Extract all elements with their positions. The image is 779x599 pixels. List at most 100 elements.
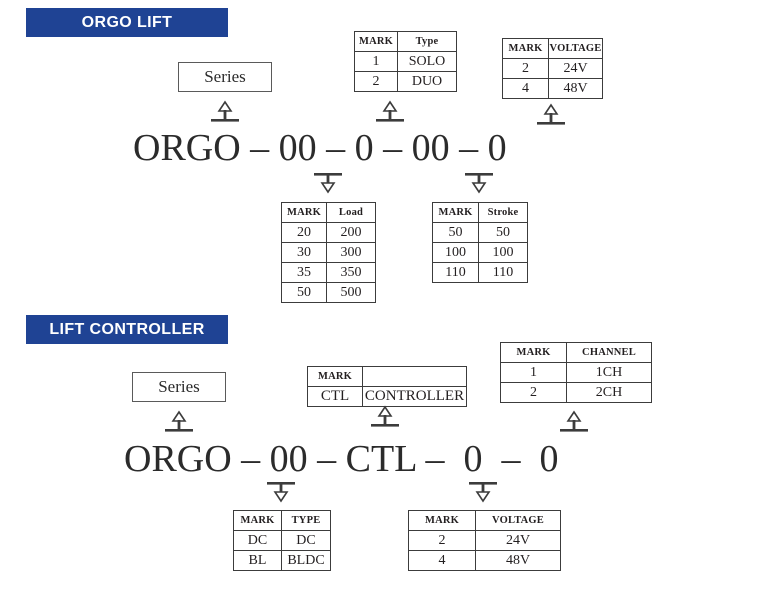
table-header-row: MARK — [307, 366, 467, 387]
cell-mark: 4 — [408, 550, 476, 571]
table-row: 20 200 — [281, 222, 376, 243]
table-header-row: MARK Stroke — [432, 202, 528, 223]
column-header-voltage: VOLTAGE — [475, 510, 561, 531]
cell-value: 48V — [475, 550, 561, 571]
pointer-down-icon — [466, 479, 500, 505]
column-header-type: Type — [397, 31, 457, 52]
cell-value: SOLO — [397, 51, 457, 72]
legend-table-load: MARK Load 20 200 30 300 35 350 50 500 — [281, 202, 376, 303]
cell-mark: 2 — [502, 58, 549, 79]
legend-table-channel: MARK CHANNEL 1 1CH 2 2CH — [500, 342, 652, 403]
cell-value: 110 — [478, 262, 528, 283]
column-header-channel: CHANNEL — [566, 342, 652, 363]
table-row: 2 24V — [502, 58, 603, 79]
part-number-code-lift-controller: ORGO – 00 – CTL – 0 – 0 — [124, 438, 559, 480]
part-number-code-orgo-lift: ORGO – 00 – 0 – 00 – 0 — [133, 127, 507, 169]
table-row: 2 24V — [408, 530, 561, 551]
cell-mark: 110 — [432, 262, 479, 283]
cell-value: 100 — [478, 242, 528, 263]
cell-value: BLDC — [281, 550, 331, 571]
table-row: 110 110 — [432, 262, 528, 283]
table-header-row: MARK Type — [354, 31, 457, 52]
table-header-row: MARK Load — [281, 202, 376, 223]
legend-table-voltage-controller: MARK VOLTAGE 2 24V 4 48V — [408, 510, 561, 571]
table-row: 2 DUO — [354, 71, 457, 92]
table-header-row: MARK VOLTAGE — [502, 38, 603, 59]
cell-mark: 2 — [354, 71, 398, 92]
column-header-type: TYPE — [281, 510, 331, 531]
table-row: 1 SOLO — [354, 51, 457, 72]
cell-value: 48V — [548, 78, 603, 99]
column-header-mark: MARK — [500, 342, 567, 363]
table-row: 4 48V — [502, 78, 603, 99]
pointer-up-icon — [368, 404, 402, 430]
pointer-down-icon — [264, 479, 298, 505]
cell-mark: 2 — [500, 382, 567, 403]
table-header-row: MARK VOLTAGE — [408, 510, 561, 531]
cell-value: 200 — [326, 222, 376, 243]
cell-value: 2CH — [566, 382, 652, 403]
cell-mark: 4 — [502, 78, 549, 99]
pointer-up-icon — [534, 102, 568, 128]
column-header-stroke: Stroke — [478, 202, 528, 223]
cell-mark: 100 — [432, 242, 479, 263]
table-header-row: MARK CHANNEL — [500, 342, 652, 363]
section-banner-lift-controller: LIFT CONTROLLER — [26, 315, 228, 344]
column-header-mark: MARK — [307, 366, 363, 387]
cell-value: DC — [281, 530, 331, 551]
legend-table-stroke: MARK Stroke 50 50 100 100 110 110 — [432, 202, 528, 283]
column-header-mark: MARK — [233, 510, 282, 531]
pointer-down-icon — [462, 170, 496, 196]
cell-mark: DC — [233, 530, 282, 551]
cell-value: CONTROLLER — [362, 386, 467, 407]
legend-table-motor-type: MARK TYPE DC DC BL BLDC — [233, 510, 331, 571]
cell-mark: 2 — [408, 530, 476, 551]
cell-mark: 1 — [500, 362, 567, 383]
table-header-row: MARK TYPE — [233, 510, 331, 531]
column-header-mark: MARK — [354, 31, 398, 52]
cell-mark: 50 — [432, 222, 479, 243]
series-label-box-lift: Series — [178, 62, 272, 92]
table-row: 50 500 — [281, 282, 376, 303]
table-row: CTL CONTROLLER — [307, 386, 467, 407]
cell-value: 1CH — [566, 362, 652, 383]
table-row: 30 300 — [281, 242, 376, 263]
cell-mark: 1 — [354, 51, 398, 72]
legend-table-controller: MARK CTL CONTROLLER — [307, 366, 467, 407]
table-row: 4 48V — [408, 550, 561, 571]
cell-value: 50 — [478, 222, 528, 243]
column-header-mark: MARK — [281, 202, 327, 223]
pointer-up-icon — [208, 99, 242, 125]
cell-value: 24V — [548, 58, 603, 79]
table-row: 2 2CH — [500, 382, 652, 403]
cell-value: 500 — [326, 282, 376, 303]
cell-mark: CTL — [307, 386, 363, 407]
cell-mark: 35 — [281, 262, 327, 283]
table-row: 100 100 — [432, 242, 528, 263]
column-header-voltage: VOLTAGE — [548, 38, 603, 59]
table-row: 50 50 — [432, 222, 528, 243]
column-header-load: Load — [326, 202, 376, 223]
pointer-up-icon — [162, 409, 196, 435]
series-label-box-controller: Series — [132, 372, 226, 402]
column-header-blank — [362, 366, 467, 387]
cell-mark: 50 — [281, 282, 327, 303]
table-row: BL BLDC — [233, 550, 331, 571]
table-row: 35 350 — [281, 262, 376, 283]
legend-table-voltage-lift: MARK VOLTAGE 2 24V 4 48V — [502, 38, 603, 99]
cell-mark: 30 — [281, 242, 327, 263]
column-header-mark: MARK — [408, 510, 476, 531]
section-banner-orgo-lift: ORGO LIFT — [26, 8, 228, 37]
cell-mark: 20 — [281, 222, 327, 243]
table-row: 1 1CH — [500, 362, 652, 383]
column-header-mark: MARK — [502, 38, 549, 59]
pointer-up-icon — [373, 99, 407, 125]
legend-table-type: MARK Type 1 SOLO 2 DUO — [354, 31, 457, 92]
cell-mark: BL — [233, 550, 282, 571]
column-header-mark: MARK — [432, 202, 479, 223]
cell-value: DUO — [397, 71, 457, 92]
pointer-up-icon — [557, 409, 591, 435]
cell-value: 24V — [475, 530, 561, 551]
cell-value: 300 — [326, 242, 376, 263]
cell-value: 350 — [326, 262, 376, 283]
